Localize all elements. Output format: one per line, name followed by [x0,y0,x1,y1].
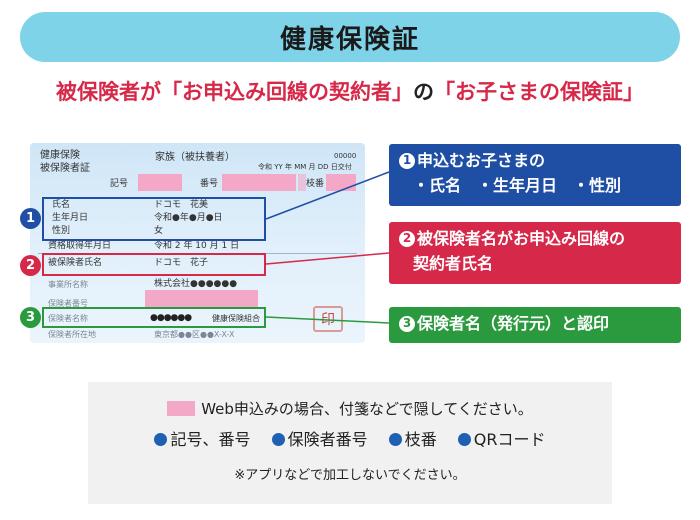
card-insurer-label: 保険者名称 [48,314,88,323]
bullet-icon [457,433,471,446]
note-item: 記号、番号 [154,430,250,449]
card-serial: 00000 [334,152,357,160]
card-kigo-label: 記号 [110,179,129,189]
card-birth-value: 令和●年●月●日 [154,213,223,223]
sticky-note-bango [222,174,296,191]
highlight-frame-insured-name [42,253,266,276]
card-insured-value: ドコモ 花子 [154,258,209,268]
card-office-label: 事業所名称 [48,280,88,289]
highlight-frame-child-info [42,197,266,241]
card-insured-label: 被保険者氏名 [48,258,103,268]
card-address-value: 東京都●●区●●X-X-X [154,330,235,339]
note-web-text: Web申込みの場合、付箋などで隠してください。 [201,400,533,418]
badge-3: 3 [20,307,41,328]
card-edaban-label: 枝番 [306,179,325,189]
card-insurer-dots: ●●●●●● [150,313,192,323]
card-address-label: 保険者所在地 [48,330,96,339]
subtitle: 被保険者が「お申込み回線の契約者」の「お子さまの保険証」 [0,76,700,106]
card-heading-2: 被保険者証 [40,163,90,174]
card-heading-1: 健康保険 [40,150,80,161]
callout-3-number: 3 [399,315,415,332]
sticky-note-kigo [138,174,182,191]
sticky-note-bango-edge [298,174,306,191]
subtitle-part3: 「お子さまの保険証」 [434,80,644,104]
card-insurer-no-label: 保険者番号 [48,299,88,308]
callout-2-line1: 被保険者名がお申込み回線の [417,229,626,248]
callout-1-number: 1 [399,152,415,169]
sticky-swatch [167,401,196,416]
callout-2-number: 2 [399,230,415,247]
note-item-label: QRコード [473,430,546,449]
note-box: Web申込みの場合、付箋などで隠してください。 記号、番号 保険者番号 枝番 Q… [88,382,612,504]
card-birth-label: 生年月日 [52,213,89,223]
bullet-icon [271,433,285,446]
callout-2-line2: 契約者氏名 [413,254,494,273]
badge-1: 1 [20,208,41,229]
note-item-label: 保険者番号 [287,430,368,449]
seal-stamp: 印 [313,306,343,332]
card-sex-label: 性別 [52,226,71,236]
subtitle-part2: の [413,80,434,104]
note-footnote: ※アプリなどで加工しないでください。 [234,468,466,483]
bullet-icon [154,433,168,446]
card-office-value: 株式会社●●●●●● [154,279,238,289]
sticky-note-edaban [326,174,356,191]
card-name-label: 氏名 [52,200,71,210]
badge-2: 2 [20,255,41,276]
card-qual-label: 資格取得年月日 [48,241,112,251]
callout-3-line1: 保険者名（発行元）と認印 [417,314,610,333]
card-issue-date: 令和 YY 年 MM 月 DD 日交付 [258,163,352,171]
card-qual-value: 令和 2 年 10 月 1 日 [154,241,240,251]
note-item: 保険者番号 [271,430,368,449]
callout-1-line1: 申込むお子さまの [417,151,546,170]
card-name-value: ドコモ 花美 [154,200,209,210]
callout-1-line2: ・氏名 ・生年月日 ・性別 [413,176,622,195]
sticky-note-insurer-number [145,290,258,308]
note-items: 記号、番号 保険者番号 枝番 QRコード [88,426,612,450]
note-item: 枝番 [388,430,437,449]
highlight-frame-insurer [42,307,266,328]
card-insurer-value: 健康保険組合 [212,314,260,323]
bullet-icon [388,433,402,446]
note-item: QRコード [457,430,546,449]
card-sex-value: 女 [154,226,164,236]
note-item-label: 記号、番号 [170,430,251,449]
card-family-label: 家族（被扶養者） [155,152,235,163]
page-title: 健康保険証 [20,12,680,62]
card-bango-label: 番号 [200,179,219,189]
subtitle-part1: 被保険者が「お申込み回線の契約者」 [56,80,413,104]
note-web-line: Web申込みの場合、付箋などで隠してください。 [88,398,612,419]
note-item-label: 枝番 [404,430,437,449]
